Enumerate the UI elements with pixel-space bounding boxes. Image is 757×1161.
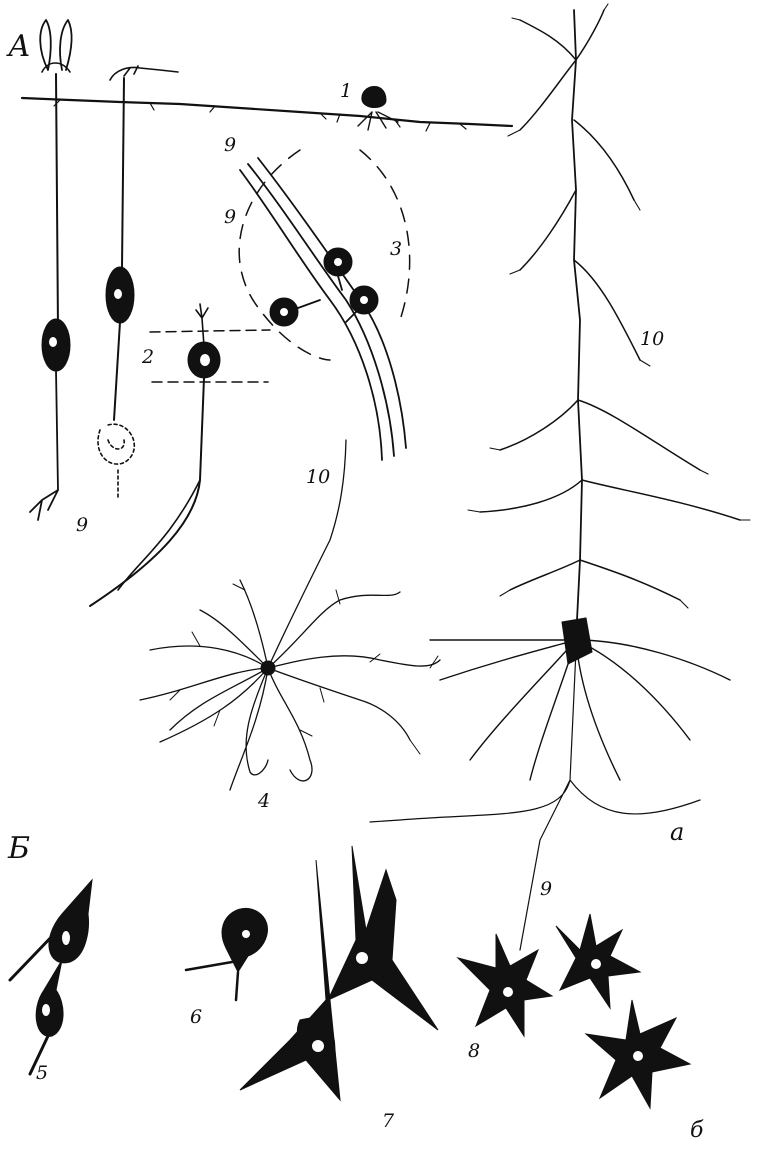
label-10-star: 10 <box>306 468 330 487</box>
cell-7-triangular-pair <box>240 846 438 1100</box>
label-7: 7 <box>382 1112 394 1131</box>
cell-1-horizontal <box>22 86 512 131</box>
cell-4-stellate <box>140 440 440 790</box>
cell-6-unipolar <box>186 908 267 1000</box>
cell-8-multipolar <box>458 934 552 1036</box>
label-5: 5 <box>36 1064 48 1083</box>
label-3: 3 <box>390 240 402 259</box>
label-9-fibers: 9 <box>224 208 236 227</box>
label-2: 2 <box>142 348 154 367</box>
label-10-pyramid: 10 <box>640 330 664 349</box>
label-a-pyramidal: a <box>670 820 684 844</box>
section-label-a: А <box>8 32 31 62</box>
label-b-multipolar: б <box>690 1120 703 1142</box>
label-4: 4 <box>258 792 270 811</box>
cell-5-pair <box>10 880 92 1074</box>
section-label-b: Б <box>8 834 30 864</box>
cell-3-bundle <box>239 150 409 460</box>
label-6: 6 <box>190 1008 202 1027</box>
cell-a-pyramidal <box>370 4 750 950</box>
label-8: 8 <box>468 1042 480 1061</box>
cell-b-multipolar-pair <box>556 914 690 1108</box>
label-9-pyramid: 9 <box>540 880 552 899</box>
label-1: 1 <box>340 82 352 101</box>
label-9-bipolar: 9 <box>76 516 88 535</box>
label-9-top: 9 <box>224 136 236 155</box>
